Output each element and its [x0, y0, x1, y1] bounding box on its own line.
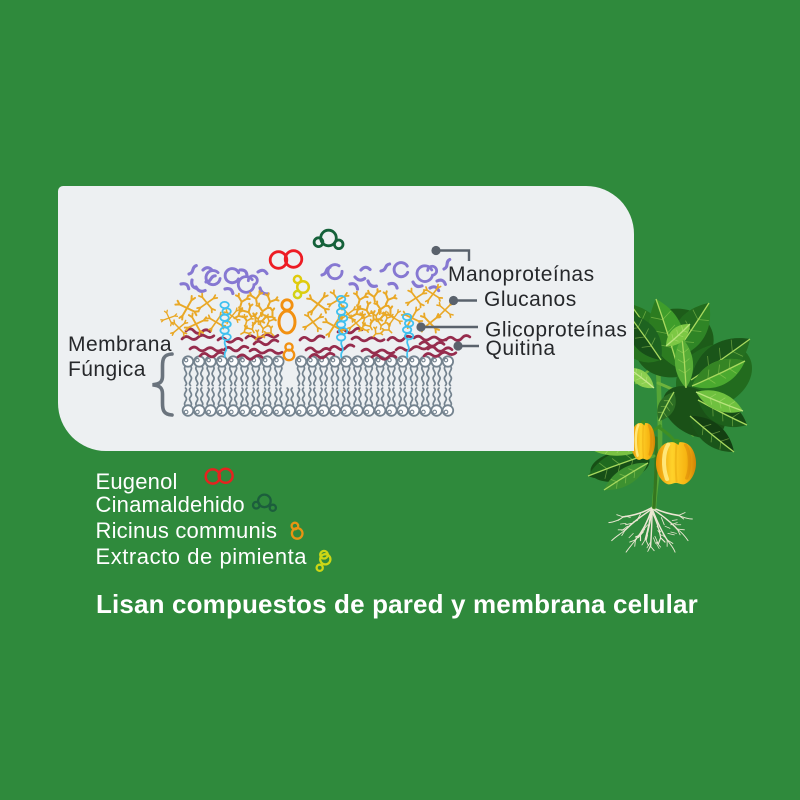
svg-text:Glucanos: Glucanos [484, 288, 577, 311]
svg-text:Membrana: Membrana [68, 333, 172, 356]
svg-text:Quitina: Quitina [486, 337, 556, 360]
svg-text:Manoproteínas: Manoproteínas [448, 263, 595, 286]
svg-text:Glicoproteínas: Glicoproteínas [485, 319, 627, 342]
svg-text:Fúngica: Fúngica [68, 358, 146, 381]
